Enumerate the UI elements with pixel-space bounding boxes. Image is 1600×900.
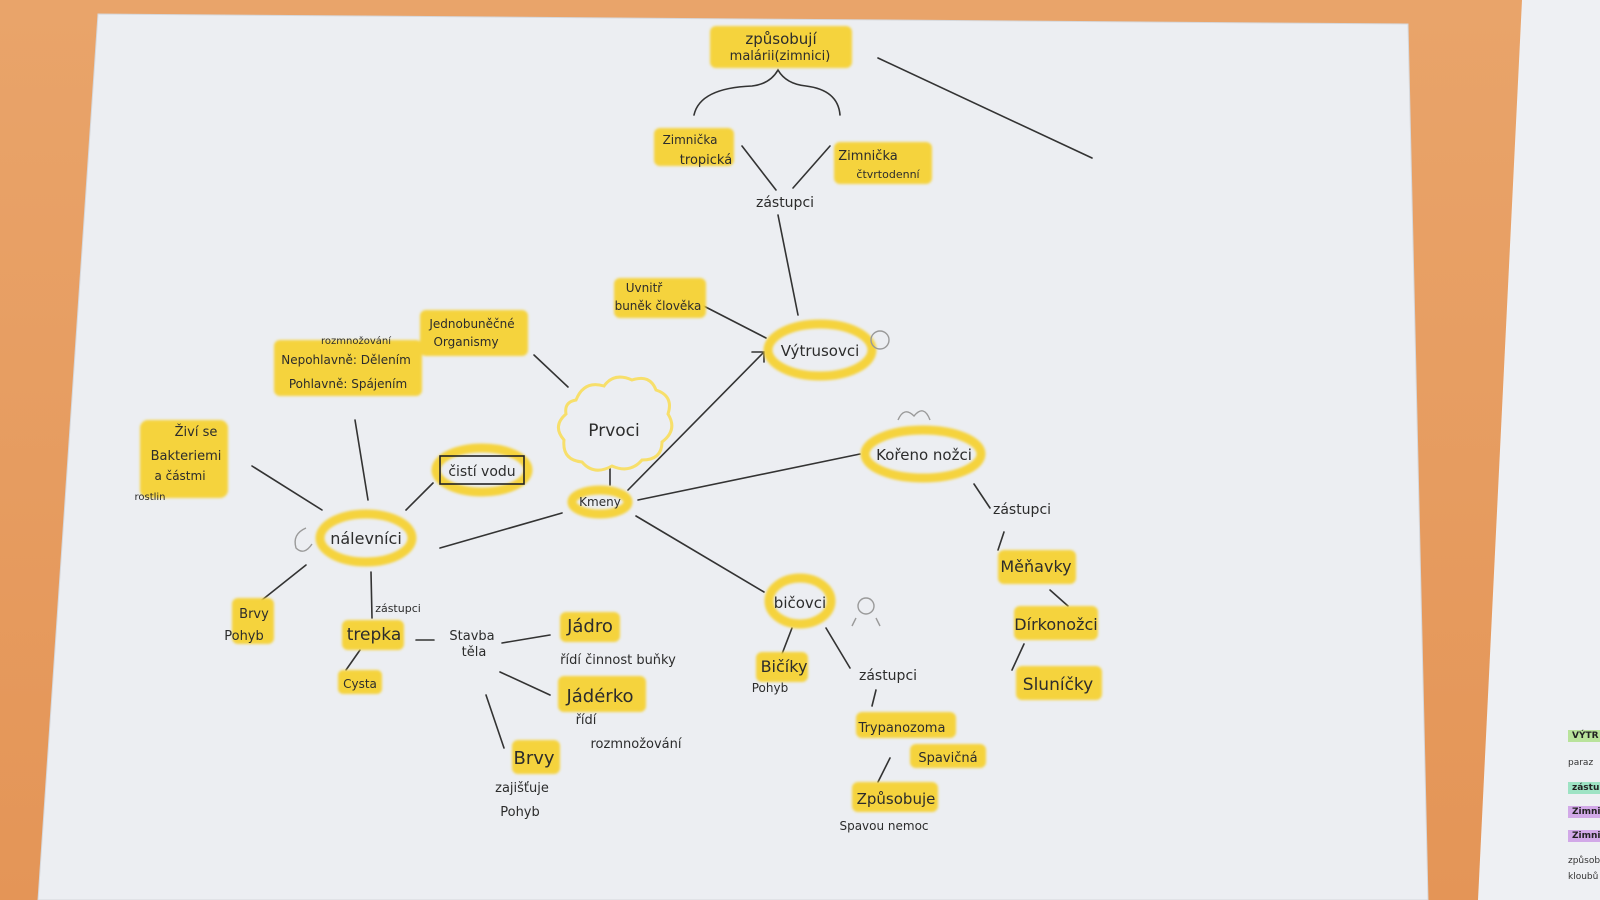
zimnicka1-line1: Zimnička [663, 133, 718, 147]
side-text-2: způsob [1568, 856, 1600, 866]
kmeny-label: Kmeny [579, 495, 621, 509]
nalevnici-pohyb: Pohyb [224, 629, 264, 644]
pencil-doodles [294, 330, 931, 627]
vytrusovci-zastupci: zástupci [756, 195, 814, 211]
cisti-vodu-box [439, 455, 525, 485]
zpusobuje: Způsobuje [857, 790, 936, 808]
zivi-se-4: rostlin [134, 492, 165, 503]
side-tag-2: zástup [1568, 782, 1600, 794]
dirkonozci: Dírkonožci [1014, 615, 1097, 634]
biciky-label: Bičíky [761, 657, 808, 676]
organism-line2: Organismy [433, 335, 498, 349]
jadro-label: Jádro [566, 616, 613, 637]
reproduction-asexual: Nepohlavně: Dělením [281, 353, 411, 367]
side-text-3: kloubů [1568, 872, 1599, 882]
stavba-brvy: Brvy [513, 748, 554, 769]
zimnicka2-line1: Zimnička [838, 149, 897, 164]
cause-line2: malárii(zimnici) [730, 49, 831, 64]
prvoci-title: Prvoci [588, 421, 639, 441]
bicikovci-label: bičovci [774, 594, 826, 612]
side-tag-4: Zimni [1568, 830, 1600, 842]
nalevnici-brvy: Brvy [239, 607, 269, 622]
cause-line1: způsobují [745, 30, 817, 48]
reproduction-sexual: Pohlavně: Spájením [289, 377, 407, 391]
stavba-line2: těla [462, 645, 487, 660]
jaderko-label: Jádérko [565, 686, 633, 707]
spavicna: Spavičná [918, 751, 977, 766]
nalevnici-zastupci: zástupci [375, 602, 421, 615]
zivi-se-2: Bakteriemi [151, 449, 222, 464]
zivi-se-1: Živí se [175, 424, 218, 440]
zivi-se-3: a částmi [154, 469, 205, 483]
side-tag-3: Zimni [1568, 806, 1600, 818]
trypanozoma: Trypanozoma [858, 721, 946, 736]
reproduction-title: rozmnožování [321, 335, 392, 347]
cysta-label: Cysta [343, 677, 377, 691]
vytrusovci-label: Výtrusovci [781, 342, 860, 360]
trepka-label: trepka [347, 625, 402, 645]
prvoci-cloud [557, 375, 674, 472]
connector-lines [251, 57, 1093, 783]
highlight-marks [140, 26, 1102, 812]
zimnicka1-line2: tropická [680, 153, 732, 168]
korenonozci-label: Kořeno nožci [876, 446, 972, 464]
brvy-note1: zajišťuje [495, 781, 549, 796]
jaderko-note2: rozmnožování [591, 737, 682, 752]
uvnitr-note-line1: Uvnitř [626, 281, 664, 295]
brvy-note2: Pohyb [500, 805, 540, 820]
bicikovci-zastupci: zástupci [859, 668, 917, 684]
uvnitr-note-line2: buněk člověka [615, 299, 702, 313]
slunivky: Sluníčky [1023, 675, 1093, 695]
zimnicka2-line2: čtvrtodenní [856, 168, 920, 181]
jaderko-note1: řídí [576, 713, 597, 728]
korenonozci-zastupci: zástupci [993, 502, 1051, 518]
organism-line1: Jednobuněčné [428, 317, 514, 331]
stavba-line1: Stavba [449, 629, 494, 644]
side-tag-1: VÝTR [1568, 730, 1600, 742]
jadro-note: řídí činnost buňky [560, 653, 676, 668]
nalevnici-label: nálevníci [330, 529, 402, 548]
spava-nemoc: Spavou nemoc [839, 819, 928, 833]
biciky-pohyb: Pohyb [752, 681, 788, 695]
menavky: Měňavky [1000, 557, 1071, 576]
side-text-1: paraz [1568, 758, 1594, 768]
cisti-vodu-label: čistí vodu [448, 464, 515, 480]
highlight-rings [315, 319, 986, 629]
